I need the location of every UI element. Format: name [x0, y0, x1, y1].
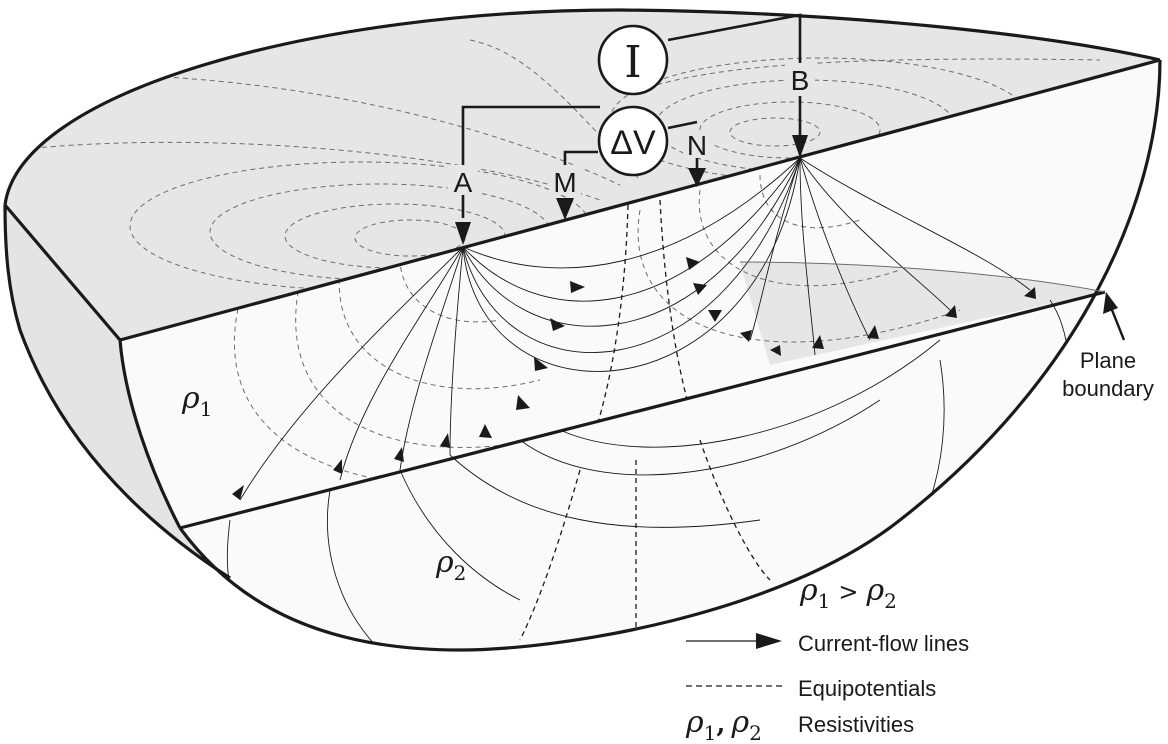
legend-resistivity-symbols: ρ1,ρ2 — [685, 705, 762, 744]
left-side-face — [5, 205, 230, 578]
electrode-a-label: A — [454, 167, 473, 198]
left-face-edge — [3, 203, 122, 342]
resistivity-relation: ρ1>ρ2 — [799, 573, 897, 613]
legend-flow-arrowhead — [756, 633, 782, 649]
ground-surface — [5, 10, 1160, 340]
potential-meter-circle — [597, 105, 669, 177]
plane-boundary-callout: Plane boundary — [1062, 292, 1154, 401]
legend: Current-flow lines Equipotentials ρ1,ρ2 … — [685, 631, 969, 744]
boundary-plane-shading — [740, 262, 1105, 365]
front-edge — [119, 58, 1161, 342]
upper-layer-resistivity: ρ1 — [181, 381, 212, 421]
flow-arrowheads — [232, 257, 1036, 500]
boundary-surface-edge — [739, 261, 1106, 293]
top-surface-outline — [3, 8, 1161, 206]
electrode-n-label: N — [687, 130, 707, 161]
legend-flow-label: Current-flow lines — [798, 631, 969, 656]
legend-equi-label: Equipotentials — [798, 676, 936, 701]
plane-boundary-label-line1: Plane — [1080, 348, 1136, 373]
current-source-circle — [597, 24, 669, 96]
legend-resistivity-label: Resistivities — [798, 712, 914, 737]
plane-boundary-line — [179, 290, 1106, 530]
front-cross-section — [120, 60, 1160, 650]
electrode-b-label: B — [791, 65, 810, 96]
potential-meter-symbol: ΔV — [610, 124, 656, 162]
bottom-outline — [178, 59, 1162, 652]
electrode-m-label: M — [553, 167, 576, 198]
current-source-symbol: I — [624, 37, 641, 88]
plane-boundary-label-line2: boundary — [1062, 376, 1154, 401]
side-body-outline — [3, 204, 231, 580]
lower-layer-resistivity: ρ2 — [435, 545, 466, 585]
front-section-left-edge — [118, 339, 182, 529]
